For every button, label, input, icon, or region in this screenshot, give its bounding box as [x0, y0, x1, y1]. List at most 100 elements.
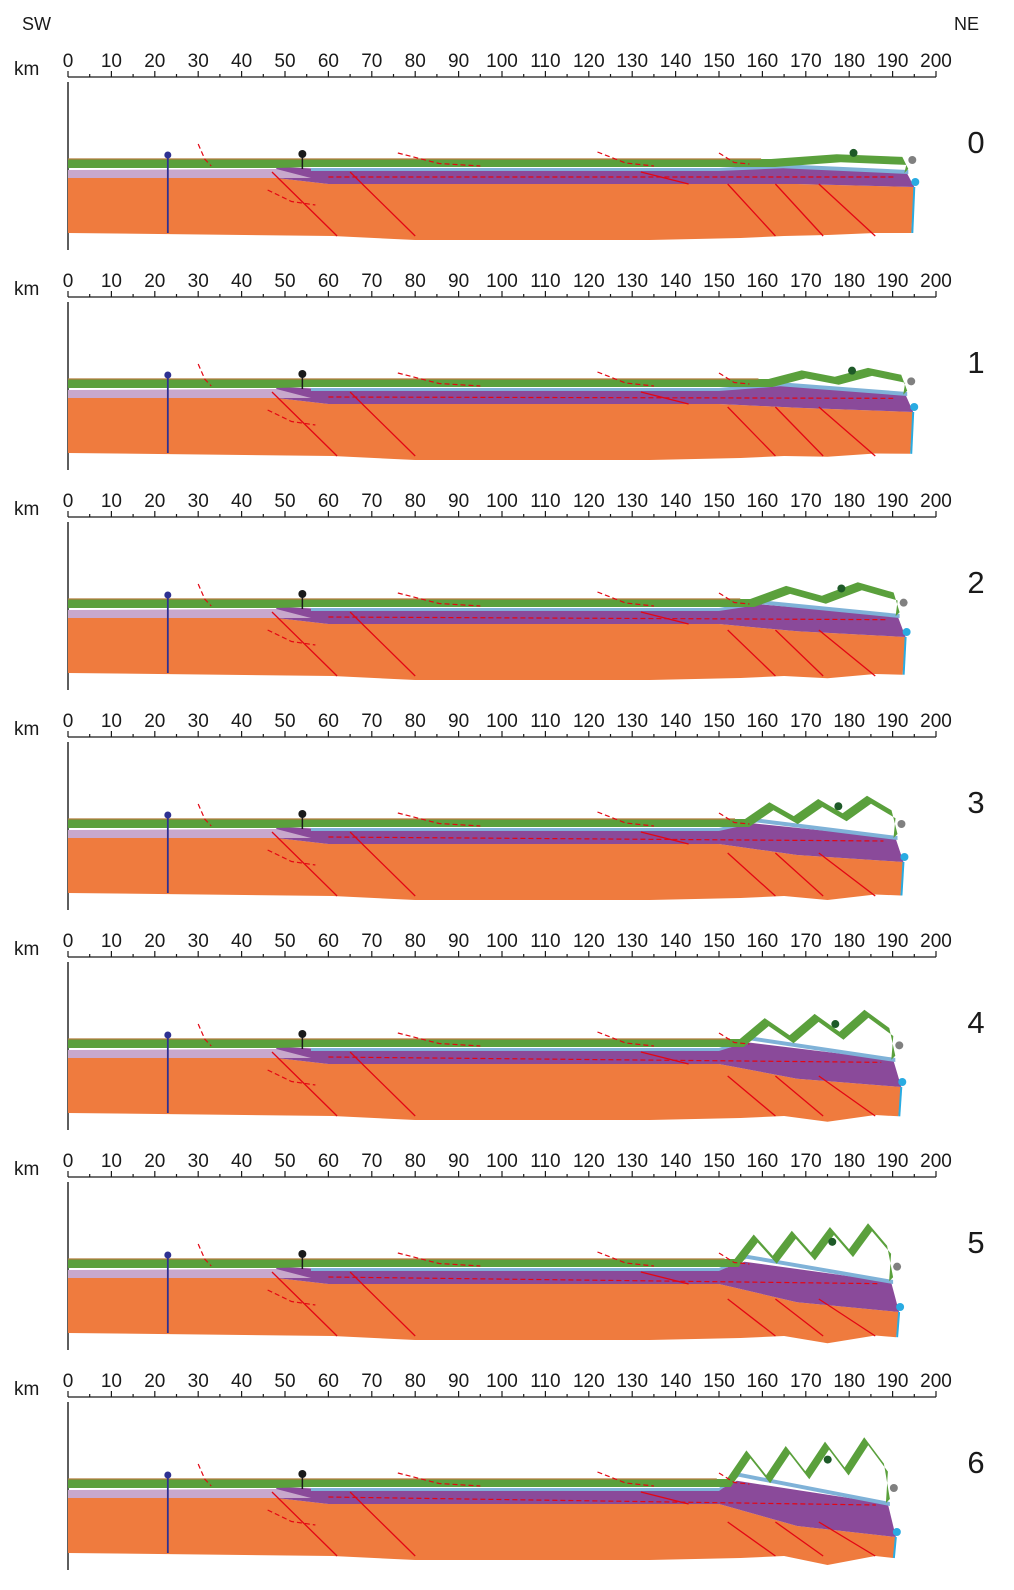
axis-tick-label: 70: [361, 711, 382, 732]
axis-tick-label: 140: [660, 491, 692, 512]
fault-dashed: [597, 811, 654, 827]
axis-tick-label: 130: [616, 1371, 648, 1392]
axis-tick-label: 30: [188, 271, 209, 292]
axis-tick-label: 150: [703, 1371, 735, 1392]
axis-tick-label: 40: [231, 491, 252, 512]
axis-tick-label: 170: [790, 1151, 822, 1172]
basement-block: [68, 398, 914, 460]
axis-tick-label: 200: [920, 1151, 952, 1172]
fault-trace: [818, 629, 876, 677]
axis-tick-label: 60: [318, 51, 339, 72]
prerift-layer: [68, 1049, 311, 1058]
pin-black: [298, 150, 307, 158]
pin-darkgreen: [837, 584, 846, 593]
basement-block: [68, 618, 906, 680]
fault-dashed: [397, 1252, 481, 1267]
fault-dashed: [718, 152, 750, 165]
axis-tick-label: 80: [405, 271, 426, 292]
detachment-dashed: [328, 836, 884, 842]
axis-tick-label: 20: [144, 1151, 165, 1172]
stage-label: 0: [967, 125, 984, 160]
synrift-wedge: [276, 1261, 900, 1312]
pin-line-cyan: [910, 411, 915, 454]
well-head: [164, 1471, 172, 1479]
axis-tick-label: 160: [747, 1371, 779, 1392]
fault-trace: [818, 1521, 876, 1557]
axis-tick-label: 130: [616, 931, 648, 952]
axis-tick-label: 150: [703, 711, 735, 732]
axis-tick-label: 180: [833, 271, 865, 292]
axis-tick-label: 150: [703, 1151, 735, 1172]
axis-tick-label: 180: [833, 711, 865, 732]
axis-tick-label: 160: [747, 1151, 779, 1172]
axis-tick-label: 170: [790, 491, 822, 512]
axis-tick-label: 120: [573, 931, 605, 952]
axis-tick-label: 80: [405, 491, 426, 512]
axis-tick-label: 190: [877, 711, 909, 732]
fault-dashed: [597, 1471, 654, 1487]
pin-grey: [895, 1041, 904, 1050]
detachment-band: [311, 1254, 894, 1284]
axis-tick-label: 120: [573, 711, 605, 732]
prerift-layer: [68, 829, 311, 838]
axis-tick-label: 50: [274, 271, 295, 292]
pin-line-cyan: [896, 1311, 901, 1338]
pin-cyan: [910, 403, 919, 411]
axis-tick-label: 0: [63, 931, 74, 952]
axis-tick-label: 120: [573, 491, 605, 512]
pin-black: [298, 1470, 307, 1478]
axis-tick-label: 90: [448, 711, 469, 732]
fault-dashed: [597, 151, 654, 167]
pin-cyan: [898, 1078, 907, 1086]
axis-tick-label: 180: [833, 1151, 865, 1172]
fault-dashed: [397, 1032, 481, 1047]
fault-trace: [774, 406, 824, 457]
fault-dashed: [718, 1252, 750, 1265]
fault-trace: [727, 1298, 776, 1337]
axis-tick-label: 50: [274, 1371, 295, 1392]
prerift-layer: [68, 609, 311, 618]
fault-trace: [271, 1271, 338, 1337]
pin-grey: [889, 1484, 898, 1492]
axis-tick-label: 40: [231, 51, 252, 72]
pin-darkgreen: [848, 366, 857, 375]
axis-tick-label: 120: [573, 1371, 605, 1392]
axis-tick-label: 90: [448, 271, 469, 292]
sedimentary-cover: [68, 154, 909, 173]
axis-tick-label: 140: [660, 711, 692, 732]
axis-tick-label: 0: [63, 1151, 74, 1172]
axis-tick-label: 110: [530, 1151, 560, 1172]
axis-tick-label: 80: [405, 711, 426, 732]
well-head: [164, 811, 172, 819]
axis-tick-label: 80: [405, 1371, 426, 1392]
axis-tick-label: 200: [920, 711, 952, 732]
axis-tick-label: 160: [747, 711, 779, 732]
axis-tick-label: 0: [63, 491, 74, 512]
fault-dashed: [267, 189, 316, 206]
fault-trace: [271, 1491, 338, 1557]
fault-trace: [774, 183, 824, 237]
pin-line-cyan: [898, 1086, 903, 1117]
sedimentary-cover: [68, 795, 898, 838]
axis-tick-label: 190: [877, 51, 909, 72]
fault-trace: [271, 611, 338, 677]
fault-trace: [349, 831, 416, 897]
detachment-band: [311, 818, 898, 840]
detachment-dashed: [328, 396, 894, 399]
axis-unit-label: km: [14, 1379, 39, 1400]
stage-label: 4: [967, 1005, 984, 1040]
sedimentary-cover: [68, 1223, 894, 1282]
fault-trace: [727, 1521, 776, 1557]
axis-tick-label: 10: [101, 1151, 122, 1172]
axis-tick-label: 160: [747, 271, 779, 292]
axis-unit-label: km: [14, 59, 39, 80]
fault-dashed: [397, 812, 481, 827]
axis-tick-label: 30: [188, 711, 209, 732]
axis-tick-label: 190: [877, 1151, 909, 1172]
pin-darkgreen: [849, 148, 858, 157]
axis-tick-label: 110: [530, 271, 560, 292]
fault-trace: [271, 831, 338, 897]
stage-label: 3: [967, 785, 984, 820]
